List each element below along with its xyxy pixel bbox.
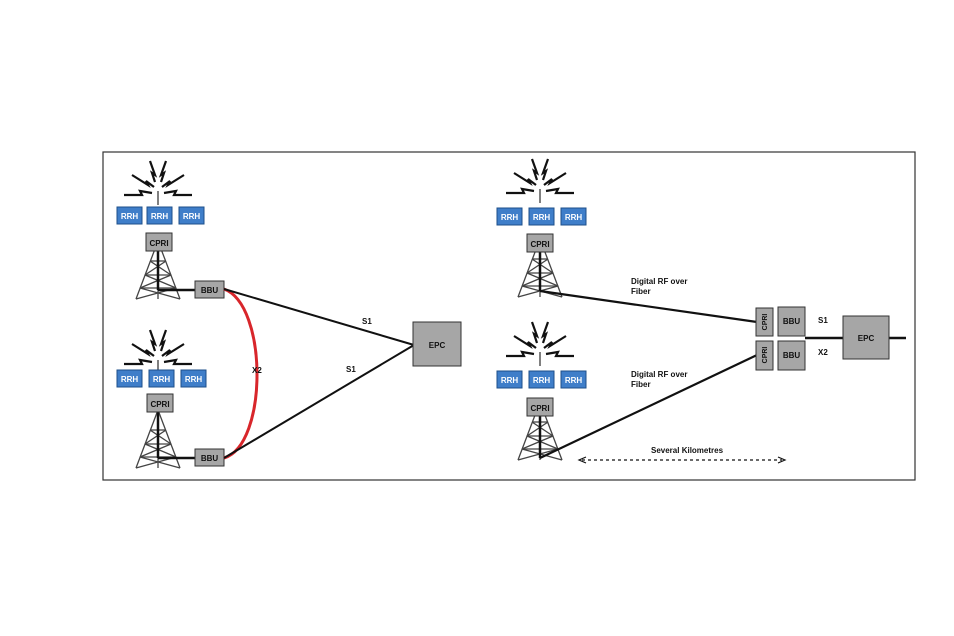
cpri-box bbox=[145, 232, 173, 252]
fiber-link-label: Fiber bbox=[631, 287, 651, 296]
rrh-box bbox=[148, 369, 175, 388]
rrh-label: RRH bbox=[501, 213, 519, 222]
rrh-label: RRH bbox=[185, 375, 203, 384]
rrh-box bbox=[180, 369, 207, 388]
cpri-label: CPRI bbox=[762, 314, 769, 331]
cpri-box bbox=[146, 393, 174, 413]
rrh-label: RRH bbox=[565, 213, 583, 222]
epc-label: EPC bbox=[858, 334, 875, 343]
rrh-group: RRH RRH RRH bbox=[116, 206, 205, 225]
distance-label: Several Kilometres bbox=[651, 446, 724, 455]
s1-link bbox=[223, 288, 415, 346]
epc-label: EPC bbox=[429, 341, 446, 350]
s1-label: S1 bbox=[818, 316, 828, 325]
rrh-box bbox=[560, 207, 587, 226]
rrh-label: RRH bbox=[533, 376, 551, 385]
epc-box bbox=[412, 321, 462, 367]
fiber-link-label: Digital RF over bbox=[631, 277, 687, 286]
rrh-group: RRH RRH RRH bbox=[496, 207, 587, 226]
rrh-box bbox=[116, 206, 143, 225]
bbu-label: BBU bbox=[201, 454, 219, 463]
cpri-label: CPRI bbox=[150, 400, 169, 409]
epc-box bbox=[842, 315, 890, 360]
rrh-label: RRH bbox=[565, 376, 583, 385]
fiber-link-label: Digital RF over bbox=[631, 370, 687, 379]
cpri-label: CPRI bbox=[530, 240, 549, 249]
rrh-label: RRH bbox=[183, 212, 201, 221]
cpri-label: CPRI bbox=[149, 239, 168, 248]
cpri-label: CPRI bbox=[762, 347, 769, 364]
bbu-label: BBU bbox=[783, 351, 801, 360]
bbu-label: BBU bbox=[783, 317, 801, 326]
rrh-box bbox=[560, 370, 587, 389]
cpri-box bbox=[755, 340, 774, 371]
rrh-group: RRH RRH RRH bbox=[116, 369, 207, 388]
s1-label: S1 bbox=[362, 317, 372, 326]
cpri-label: CPRI bbox=[530, 404, 549, 413]
s1-label: S1 bbox=[346, 365, 356, 374]
bbu-box bbox=[777, 306, 806, 337]
rrh-label: RRH bbox=[121, 212, 139, 221]
rrh-box bbox=[528, 207, 555, 226]
rrh-box bbox=[178, 206, 205, 225]
rrh-box bbox=[496, 370, 523, 389]
fiber-link bbox=[539, 354, 758, 459]
rrh-box bbox=[528, 370, 555, 389]
rrh-label: RRH bbox=[151, 212, 169, 221]
rrh-box bbox=[116, 369, 143, 388]
x2-link bbox=[223, 287, 259, 460]
fiber-link-label: Fiber bbox=[631, 380, 651, 389]
rrh-label: RRH bbox=[533, 213, 551, 222]
arrow-head-left-icon bbox=[577, 456, 587, 464]
fiber-link bbox=[539, 289, 758, 324]
bbu-box bbox=[777, 340, 806, 371]
arrow-head-right-icon bbox=[777, 456, 787, 464]
rrh-label: RRH bbox=[121, 375, 139, 384]
s1-link bbox=[223, 344, 415, 459]
rrh-box bbox=[146, 206, 173, 225]
x2-label: X2 bbox=[252, 366, 262, 375]
rrh-label: RRH bbox=[501, 376, 519, 385]
rrh-label: RRH bbox=[153, 375, 171, 384]
cpri-box bbox=[526, 233, 554, 253]
x2-label: X2 bbox=[818, 348, 828, 357]
bbu-label: BBU bbox=[201, 286, 219, 295]
cpri-box bbox=[755, 307, 774, 337]
rrh-group: RRH RRH RRH bbox=[496, 370, 587, 389]
cpri-box bbox=[526, 397, 554, 417]
rrh-box bbox=[496, 207, 523, 226]
